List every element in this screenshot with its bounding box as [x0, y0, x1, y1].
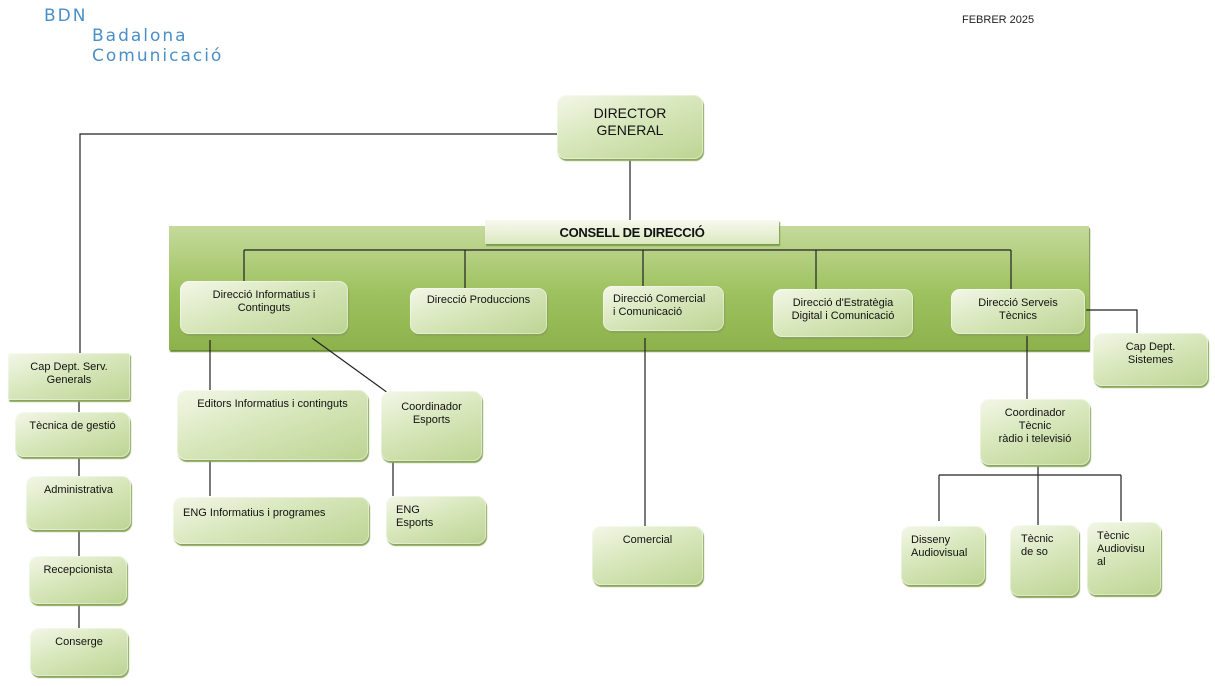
logo-comunicacio: Comunicació [92, 46, 224, 66]
node-direction-commercial[interactable]: Direcció Comercial i Comunicació [603, 286, 724, 331]
node-administrative[interactable]: Administrativa [26, 476, 131, 530]
node-sports-coordinator[interactable]: Coordinador Esports [381, 391, 482, 461]
logo-badalona: Badalona [92, 26, 188, 46]
node-editors[interactable]: Editors Informatius i continguts [177, 390, 368, 460]
council-title: CONSELL DE DIRECCIÓ [485, 220, 779, 244]
node-direction-productions[interactable]: Direcció Produccions [410, 288, 547, 334]
node-head-general-services[interactable]: Cap Dept. Serv. Generals [8, 353, 130, 400]
line-coordinator-bus [938, 466, 1122, 525]
node-direction-digital[interactable]: Direcció d'Estratègia Digital i Comunica… [773, 289, 913, 337]
document-date: FEBRER 2025 [962, 14, 1035, 26]
node-commercial[interactable]: Comercial [592, 526, 703, 585]
node-receptionist[interactable]: Recepcionista [29, 556, 127, 604]
node-eng-sports[interactable]: ENG Esports [386, 496, 486, 544]
node-head-systems[interactable]: Cap Dept. Sistemes [1093, 333, 1208, 386]
node-direction-news[interactable]: Direcció Informatius i Continguts [180, 281, 348, 334]
node-direction-tech-services[interactable]: Direcció Serveis Tècnics [951, 289, 1085, 334]
node-management-technician[interactable]: Tècnica de gestió [15, 412, 130, 457]
node-audiovisual-design[interactable]: Disseny Audiovisual [901, 526, 985, 585]
line-dir5-systems [1086, 309, 1138, 333]
node-sound-technician[interactable]: Tècnic de so [1010, 525, 1079, 596]
node-eng-news[interactable]: ENG Informatius i programes [173, 497, 369, 544]
node-director-general[interactable]: DIRECTOR GENERAL [557, 95, 703, 159]
node-concierge[interactable]: Conserge [30, 628, 128, 676]
node-tech-coordinator[interactable]: Coordinador Tècnic ràdio i televisió [980, 399, 1090, 465]
node-audiovisual-technician[interactable]: Tècnic Audiovisu al [1087, 522, 1161, 595]
logo-bdn: BDN [44, 6, 88, 26]
